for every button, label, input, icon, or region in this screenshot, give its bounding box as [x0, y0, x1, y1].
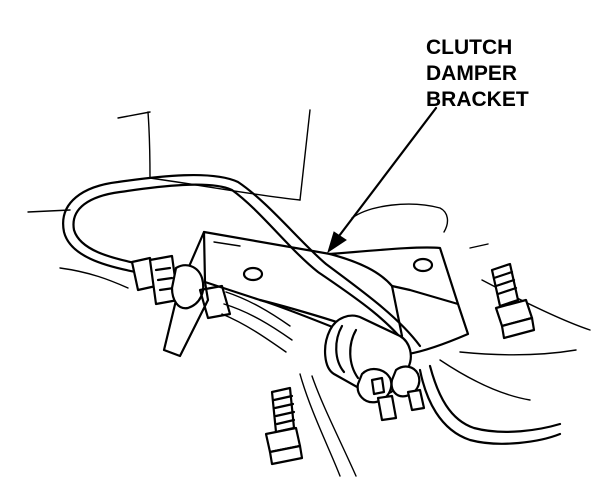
damper-bracket — [162, 230, 470, 358]
clutch-damper — [324, 314, 426, 422]
callout-label: CLUTCH DAMPER BRACKET — [426, 36, 529, 111]
callout-line-2: DAMPER — [426, 62, 517, 85]
bolt-icon — [370, 376, 386, 396]
left-fittings — [130, 254, 293, 353]
bolt-icon — [490, 262, 536, 340]
hydraulic-lines — [62, 173, 562, 445]
background-panels — [27, 109, 591, 477]
bolt-icon — [264, 386, 304, 466]
callout-line-3: BRACKET — [426, 88, 529, 111]
callout-line-1: CLUTCH — [426, 36, 512, 59]
arrow-icon — [327, 106, 438, 254]
